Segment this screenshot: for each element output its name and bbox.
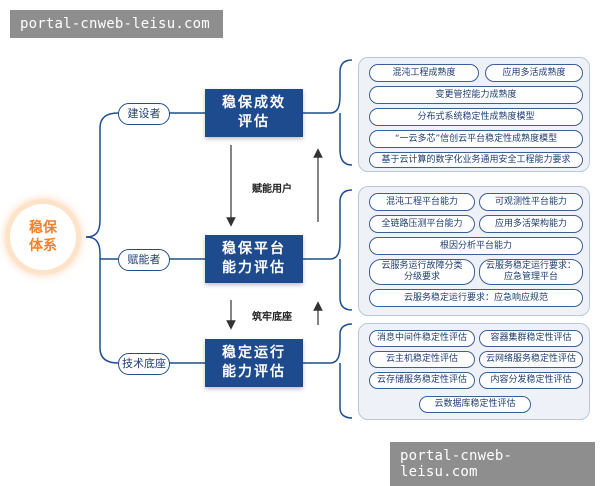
list-item: 云服务稳定运行要求：应急响应规范 <box>369 289 583 307</box>
list-item: 混沌工程平台能力 <box>369 193 475 211</box>
list-item: 基于云计算的数字化业务通用安全工程能力要求 <box>369 152 583 168</box>
layer-label-builder: 建设者 <box>118 103 170 125</box>
main-box-platform: 稳保平台 能力评估 <box>205 235 303 283</box>
list-item: 可观测性平台能力 <box>479 193 583 211</box>
list-item: 内容分发稳定性评估 <box>479 372 583 389</box>
list-item: 应用多活架构能力 <box>479 215 583 233</box>
list-item: 云网络服务稳定性评估 <box>479 351 583 368</box>
main-box-title: 稳定运行 能力评估 <box>222 345 286 380</box>
list-item: 云服务稳定运行要求： 应急管理平台 <box>479 259 583 285</box>
between-label-2: 筑牢底座 <box>252 312 292 323</box>
main-box-title: 稳保成效 评估 <box>222 95 286 130</box>
list-item: 变更管控能力成熟度 <box>369 86 583 104</box>
list-item: 分布式系统稳定性成熟度模型 <box>369 108 583 126</box>
list-item: 全链路压测平台能力 <box>369 215 475 233</box>
watermark-top: portal-cnweb-leisu.com <box>10 10 223 38</box>
list-item: 消息中间件稳定性评估 <box>369 330 475 347</box>
list-item: 混沌工程成熟度 <box>369 64 479 82</box>
root-label: 稳保 体系 <box>29 220 57 254</box>
list-item: 云服务运行故障分类 分级要求 <box>369 259 475 285</box>
between-label-1: 赋能用户 <box>252 184 292 195</box>
root-node: 稳保 体系 <box>10 204 76 270</box>
layer-label-foundation: 技术底座 <box>118 353 170 375</box>
main-box-title: 稳保平台 能力评估 <box>222 241 286 276</box>
list-item: 云存储服务稳定性评估 <box>369 372 475 389</box>
list-item: “一云多芯”信创云平台稳定性成熟度模型 <box>369 130 583 148</box>
list-item: 云数据库稳定性评估 <box>419 396 531 413</box>
list-item: 应用多活成熟度 <box>485 64 583 82</box>
list-item: 容器集群稳定性评估 <box>479 330 583 347</box>
main-box-effectiveness: 稳保成效 评估 <box>205 89 303 137</box>
list-item: 云主机稳定性评估 <box>369 351 475 368</box>
group-platform: 混沌工程平台能力 可观测性平台能力 全链路压测平台能力 应用多活架构能力 根因分… <box>358 186 590 316</box>
layer-label-enabler: 赋能者 <box>118 249 170 271</box>
watermark-bottom: portal-cnweb-leisu.com <box>390 442 595 486</box>
main-box-operation: 稳定运行 能力评估 <box>205 339 303 387</box>
list-item: 根因分析平台能力 <box>369 237 583 255</box>
group-effectiveness: 混沌工程成熟度 应用多活成熟度 变更管控能力成熟度 分布式系统稳定性成熟度模型 … <box>358 57 590 172</box>
group-operation: 消息中间件稳定性评估 容器集群稳定性评估 云主机稳定性评估 云网络服务稳定性评估… <box>358 323 590 420</box>
